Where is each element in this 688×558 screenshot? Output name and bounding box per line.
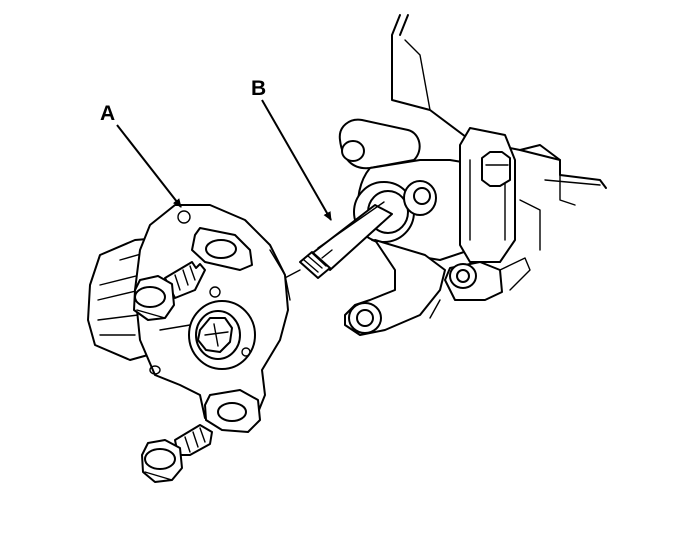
transmission-range-switch (87, 204, 291, 433)
callout-label-a: A (100, 102, 116, 125)
transmission-housing (338, 14, 607, 336)
callout-a-arrow (116, 124, 182, 208)
callout-label-b: B (251, 77, 267, 100)
upper-bolt (133, 261, 206, 321)
lower-bolt (141, 424, 213, 483)
callout-b-arrow (261, 99, 332, 221)
